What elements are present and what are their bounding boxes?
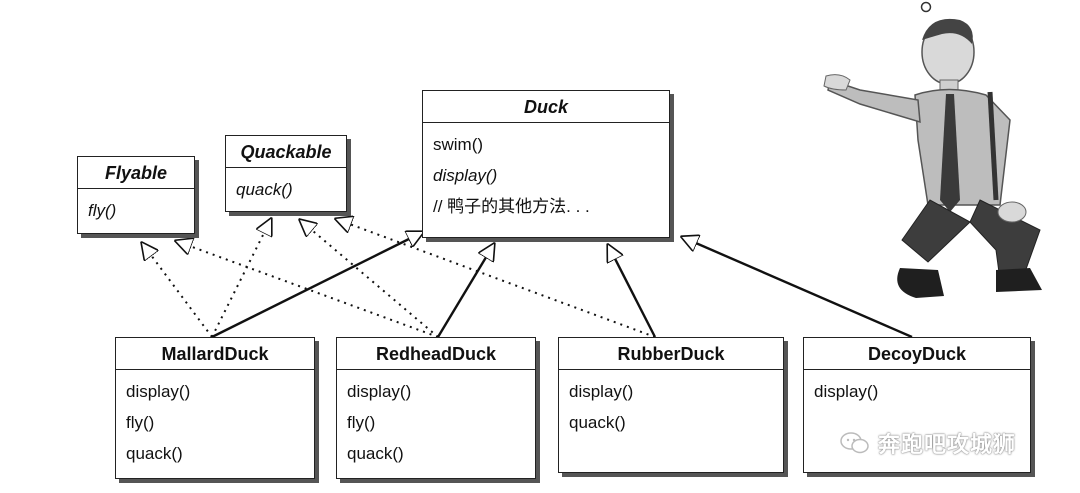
rubberduck-method: display() bbox=[569, 382, 634, 401]
decoyduck-title: DecoyDuck bbox=[804, 338, 1030, 370]
duck-title: Duck bbox=[423, 91, 669, 123]
rubberduck-title: RubberDuck bbox=[559, 338, 783, 370]
duck-box: Duck swim() display() // 鸭子的其他方法. . . bbox=[422, 90, 670, 238]
redheadduck-method: quack() bbox=[347, 444, 404, 463]
rubberduck-method: quack() bbox=[569, 413, 626, 432]
mallardduck-method: fly() bbox=[126, 413, 155, 432]
wechat-icon bbox=[840, 432, 869, 454]
duck-method-display: display() bbox=[433, 166, 498, 185]
redhead-duck-line bbox=[436, 244, 494, 338]
flyable-method: fly() bbox=[88, 201, 117, 220]
redhead-quackable-line bbox=[300, 220, 439, 338]
rubberduck-box: RubberDuck display() quack() bbox=[558, 337, 784, 473]
flyable-box: Flyable fly() bbox=[77, 156, 195, 234]
watermark: 奔跑吧攻城狮 bbox=[840, 425, 1016, 461]
flyable-title: Flyable bbox=[78, 157, 194, 189]
mallardduck-method: quack() bbox=[126, 444, 183, 463]
duck-method-swim: swim() bbox=[433, 135, 484, 154]
watermark-text: 奔跑吧攻城狮 bbox=[878, 432, 1017, 457]
mallardduck-method: display() bbox=[126, 382, 191, 401]
thought-bubble-icon bbox=[920, 1, 932, 13]
thinking-man-illustration bbox=[823, 1, 1042, 298]
quackable-box: Quackable quack() bbox=[225, 135, 347, 212]
mallardduck-title: MallardDuck bbox=[116, 338, 314, 370]
mallard-duck-line bbox=[211, 232, 423, 339]
mallard-quackable-line bbox=[211, 219, 271, 338]
rubber-duck-line bbox=[608, 245, 657, 338]
quackable-title: Quackable bbox=[226, 136, 346, 168]
rubber-quackable-line bbox=[336, 219, 656, 338]
redhead-flyable-line bbox=[176, 241, 439, 338]
redheadduck-title: RedheadDuck bbox=[337, 338, 535, 370]
redheadduck-method: display() bbox=[347, 382, 412, 401]
redheadduck-box: RedheadDuck display() fly() quack() bbox=[336, 337, 536, 479]
duck-method-other: // 鸭子的其他方法. . . bbox=[433, 197, 590, 216]
decoyduck-method: display() bbox=[814, 382, 879, 401]
quackable-method: quack() bbox=[236, 180, 293, 199]
mallard-flyable-line bbox=[142, 243, 213, 338]
redheadduck-method: fly() bbox=[347, 413, 376, 432]
decoy-duck-line bbox=[682, 237, 913, 339]
mallardduck-box: MallardDuck display() fly() quack() bbox=[115, 337, 315, 479]
decoyduck-box: DecoyDuck display() bbox=[803, 337, 1031, 473]
